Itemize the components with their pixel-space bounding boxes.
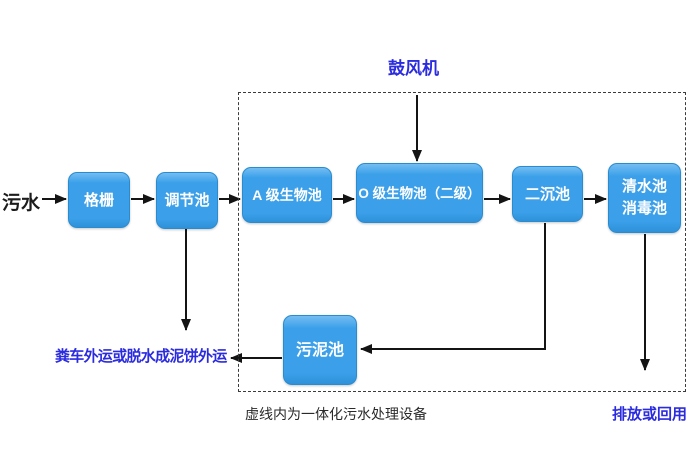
node-label-line1: 清水池: [621, 178, 667, 195]
blower-label: 鼓风机: [388, 59, 439, 78]
node-regulating-tank: 调节池: [156, 172, 218, 229]
node-label: 二沉池: [524, 185, 570, 203]
node-grid-screen: 格栅: [68, 172, 130, 228]
source-label: 污水: [2, 193, 41, 214]
node-o-level-bio-tank: O 级生物池（二级）: [356, 163, 483, 223]
node-label: 污泥池: [295, 341, 344, 359]
discharge-label: 排放或回用: [612, 406, 688, 423]
sludge-disposal-label: 粪车外运或脱水成泥饼外运: [55, 348, 227, 365]
node-label: 调节池: [164, 192, 210, 209]
node-label: 格栅: [83, 191, 114, 209]
node-secondary-clarifier: 二沉池: [512, 166, 583, 222]
node-clear-water-disinfection-tank: 清水池 消毒池: [608, 163, 681, 233]
boundary-caption: 虚线内为一体化污水处理设备: [245, 406, 427, 422]
node-label: O 级生物池（二级）: [358, 185, 481, 201]
integrated-equipment-boundary: [238, 92, 686, 392]
node-label-line2: 消毒池: [621, 200, 667, 217]
node-a-level-bio-tank: A 级生物池: [242, 167, 332, 223]
node-label: A 级生物池: [252, 186, 322, 203]
node-sludge-tank: 污泥池: [283, 315, 357, 385]
